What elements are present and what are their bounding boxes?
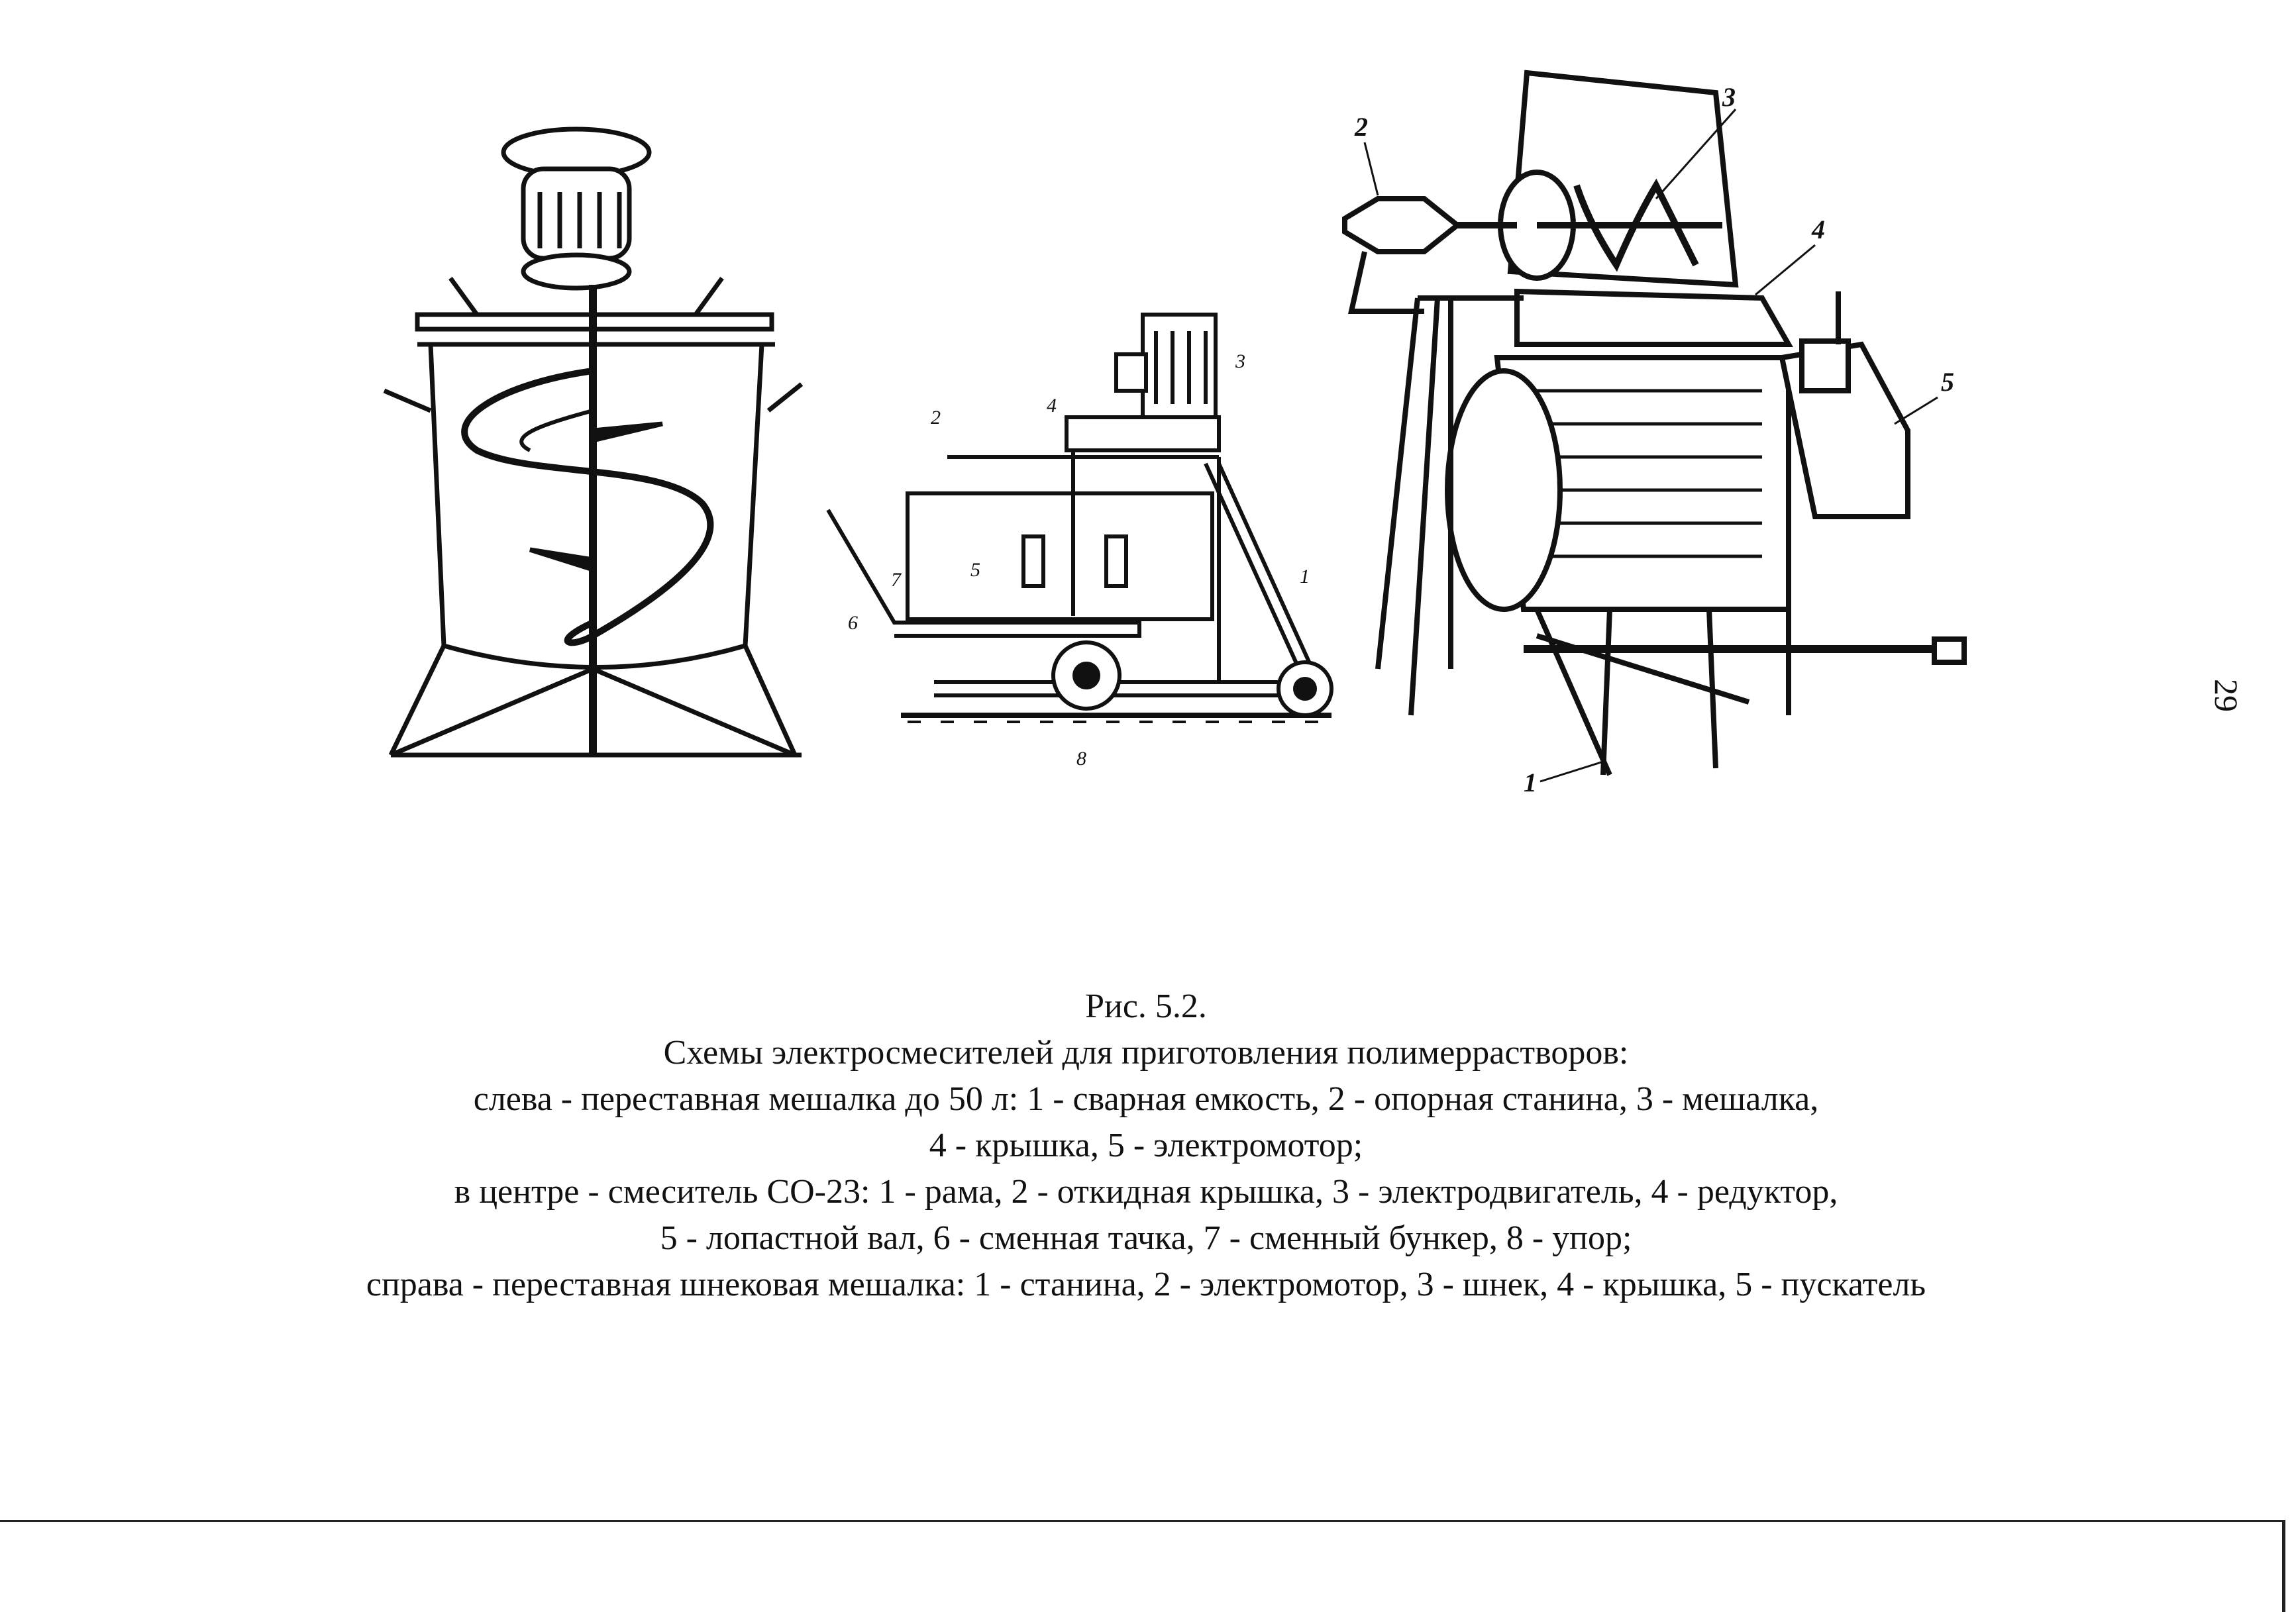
- right-callout-1: 1: [1524, 768, 1537, 797]
- center-callout-6: 6: [848, 612, 858, 634]
- center-callout-8: 8: [1076, 748, 1086, 770]
- screw-auger-icon: [1498, 170, 1722, 281]
- right-callout-5: 5: [1941, 367, 1954, 397]
- caption-title: Схемы электросмесителей для приготовлени…: [663, 1034, 1629, 1072]
- figure-caption: Рис. 5.2. Схемы электросмесителей для пр…: [199, 983, 2093, 1308]
- center-callout-7: 7: [891, 569, 902, 591]
- stand-icon: [1375, 295, 1967, 776]
- figure-illustrations: 1 2 3 4 5 6 7 8: [383, 70, 1967, 797]
- drum-icon: [1445, 355, 1791, 612]
- center-motor-icon: [1114, 313, 1218, 419]
- helical-blade-icon: [461, 368, 714, 646]
- frame-icon: [934, 457, 1320, 697]
- caption-line-3: в центре - смеситель СО-23: 1 - рама, 2 …: [454, 1173, 1838, 1211]
- bottom-divider: [0, 1520, 2282, 1522]
- right-leader-lines: [1363, 109, 1938, 783]
- support-frame-icon: [388, 644, 802, 758]
- right-divider: [2282, 1520, 2285, 1612]
- reducer-icon: [1065, 415, 1221, 452]
- page-number: 29: [2208, 679, 2245, 712]
- center-mixer-drawing: [826, 313, 1333, 723]
- figure-number: Рис. 5.2.: [1085, 987, 1207, 1025]
- starter-box-icon: [1779, 291, 1910, 519]
- center-callout-1: 1: [1300, 566, 1310, 587]
- caption-line-2: 4 - крышка, 5 - электромотор;: [929, 1127, 1363, 1164]
- center-callout-2: 2: [931, 407, 941, 428]
- right-motor-icon: [1342, 196, 1517, 314]
- left-mixer-drawing: [383, 126, 804, 758]
- caption-line-1: слева - переставная мешалка до 50 л: 1 -…: [473, 1080, 1819, 1118]
- right-callout-3: 3: [1722, 82, 1736, 112]
- right-mixer-drawing: [1342, 70, 1967, 776]
- caption-line-5: справа - переставная шнековая мешалка: 1…: [366, 1266, 1926, 1303]
- right-lid-icon: [1514, 288, 1793, 347]
- replaceable-cart-icon: [826, 509, 1141, 711]
- electric-motor-icon: [501, 126, 652, 291]
- paddle-shaft-icon: [1021, 450, 1139, 616]
- right-callout-4: 4: [1811, 215, 1825, 244]
- center-callout-5: 5: [970, 559, 980, 581]
- center-callout-3: 3: [1235, 350, 1245, 372]
- center-callout-4: 4: [1047, 395, 1057, 417]
- right-callout-2: 2: [1354, 112, 1368, 142]
- bunker-icon: [906, 491, 1214, 621]
- caption-line-4: 5 - лопастной вал, 6 - сменная тачка, 7 …: [660, 1219, 1632, 1257]
